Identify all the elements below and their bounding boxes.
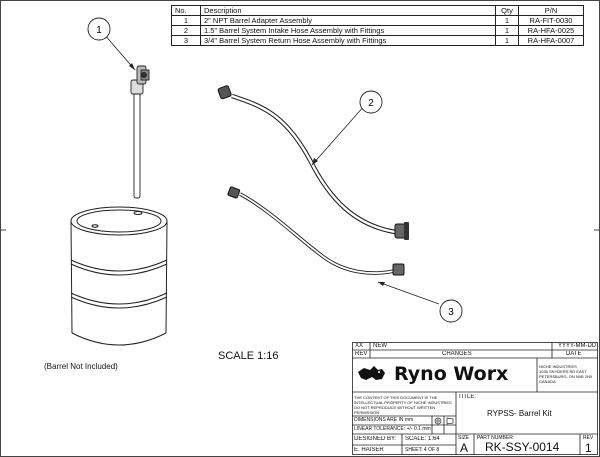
return-hose-part <box>227 186 405 276</box>
company-line: PETERSBURG, ON N0B 2H0 <box>539 374 593 379</box>
dimensions-note: DIMENSIONS ARE IN mm <box>354 417 414 423</box>
company-line: CANADA <box>539 379 556 384</box>
rev-header-rev: REV <box>355 351 368 357</box>
bom-cell-pn: RA-FIT-0030 <box>518 15 584 26</box>
leader-arrow-3 <box>378 282 385 286</box>
sheet-scale: SCALE: 1:64 <box>405 436 440 442</box>
bom-header-qty: Qty <box>495 5 519 16</box>
bom-cell-pn: RA-HFA-0007 <box>518 35 584 46</box>
size-label: SIZE <box>458 435 470 441</box>
svg-text:1: 1 <box>96 25 102 36</box>
bom-cell-qty: 1 <box>495 15 519 26</box>
barrel-adapter-part <box>130 65 150 199</box>
leader-line-2 <box>311 104 366 166</box>
bom-row: 2 1.5" Barrel System Intake Hose Assembl… <box>171 25 584 36</box>
bom-cell-description: 2" NPT Barrel Adapter Assembly <box>200 15 496 26</box>
part-number-value: RK-SSY-0014 <box>485 441 560 454</box>
svg-text:2: 2 <box>368 98 374 109</box>
company-line: NICHE INDUSTRIES <box>539 364 577 369</box>
leader-line-3 <box>377 281 440 305</box>
callout-balloon-2: 2 <box>359 90 383 114</box>
bom-row: 1 2" NPT Barrel Adapter Assembly 1 RA-FI… <box>171 15 584 26</box>
bom-cell-no: 1 <box>171 15 201 26</box>
title-block-grid <box>352 342 598 455</box>
drawing-title: RYPSS- Barrel Kit <box>487 409 552 418</box>
callout-balloon-3: 3 <box>439 299 463 323</box>
bom-header-description: Description <box>200 5 496 16</box>
intake-hose-part <box>217 85 409 240</box>
rev-value: 1 <box>585 442 592 455</box>
callout-balloon-1: 1 <box>87 17 111 41</box>
bom-row: 3 3/4" Barrel System Return Hose Assembl… <box>171 35 584 46</box>
projection-symbol-icon <box>434 417 454 425</box>
title-label: TITLE: <box>458 394 477 400</box>
bom-cell-no: 3 <box>171 35 201 46</box>
barrel-not-included-note: (Barrel Not Included) <box>44 362 118 371</box>
designer-name: E. HAISER <box>354 447 384 453</box>
rev-row-date: YYYY-MM-DD <box>558 343 597 349</box>
barrel-drawing <box>70 206 168 346</box>
bom-cell-description: 3/4" Barrel System Return Hose Assembly … <box>200 35 496 46</box>
rev-header-changes: CHANGES <box>442 351 472 357</box>
bom-header-pn: P/N <box>518 5 584 16</box>
rev-row-code: XX <box>355 343 364 349</box>
bom-cell-qty: 1 <box>495 25 519 36</box>
size-value: A <box>460 442 469 455</box>
svg-text:3: 3 <box>448 307 454 318</box>
rev-header-date: DATE <box>566 351 582 357</box>
rev-row-description: NEW <box>373 343 387 349</box>
title-block: XX NEW YYYY-MM-DD REV CHANGES DATE Ryno … <box>352 342 598 455</box>
leader-line-1 <box>103 33 136 71</box>
rev-label: REV <box>583 435 594 441</box>
bom-cell-no: 2 <box>171 25 201 36</box>
company-address: NICHE INDUSTRIES 1035 SNYDERS RD EAST PE… <box>539 364 597 384</box>
bom-cell-description: 1.5" Barrel System Intake Hose Assembly … <box>200 25 496 36</box>
part-number-label: PART NUMBER: <box>477 435 515 441</box>
sheet-number: SHEET: 4 OF 8 <box>405 447 440 453</box>
company-line: 1035 SNYDERS RD EAST <box>539 369 587 374</box>
ryno-worx-logo-text: Ryno Worx <box>394 363 509 385</box>
confidentiality-notice: THE CONTENT OF THIS DOCUMENT IS THE INTE… <box>354 395 452 415</box>
bom-header-row: No. Description Qty P/N <box>171 5 584 16</box>
bom-cell-qty: 1 <box>495 35 519 46</box>
leader-arrow-1 <box>129 63 135 70</box>
bill-of-materials-table: No. Description Qty P/N 1 2" NPT Barrel … <box>171 5 584 46</box>
tolerance-note: LINEAR TOLERANCE: +/- 0.1 mm <box>354 426 431 432</box>
bom-header-no: No. <box>171 5 201 16</box>
ryno-rhino-logo-icon <box>358 366 385 380</box>
leader-arrow-2 <box>312 158 318 165</box>
scale-label: SCALE 1:16 <box>218 350 279 362</box>
designed-by-label: DESIGNED BY: <box>354 436 397 442</box>
bom-cell-pn: RA-HFA-0025 <box>518 25 584 36</box>
